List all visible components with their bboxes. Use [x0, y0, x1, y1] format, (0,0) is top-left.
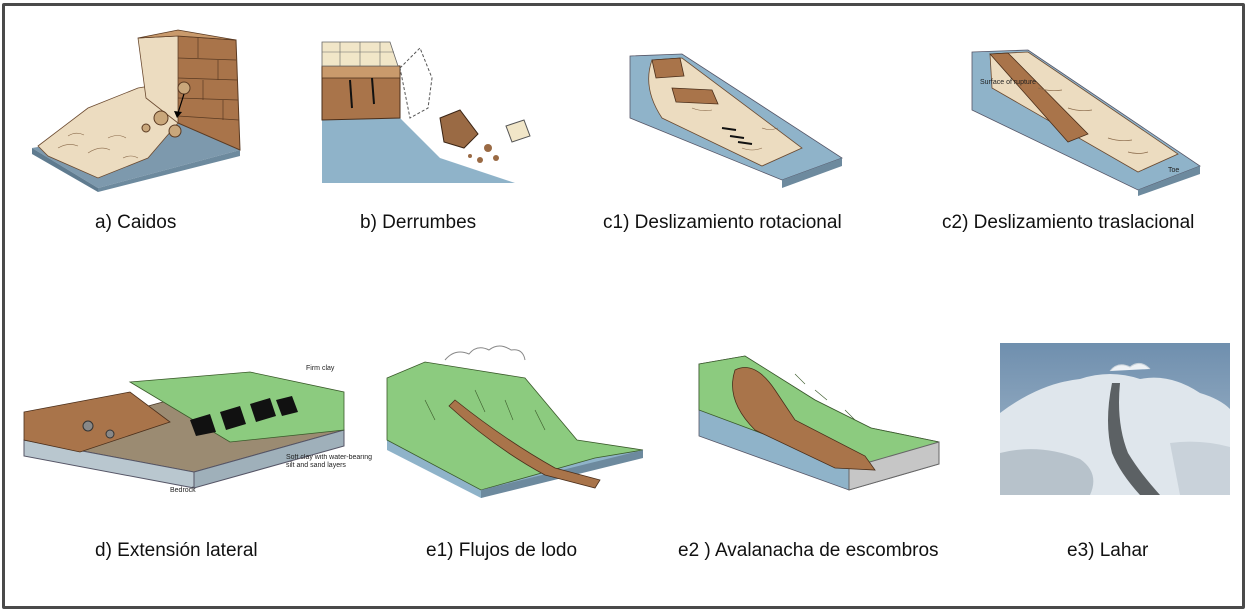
avalancha-illustration: [698, 355, 940, 491]
caption-avalancha: e2 ) Avalanacha de escombros: [678, 540, 939, 561]
surface-of-rupture-label: Surface of rupture: [980, 79, 1036, 86]
panel-lahar-photo: [1000, 343, 1230, 495]
panel-caidos: [28, 28, 258, 193]
lahar-photo: [1000, 343, 1230, 495]
panel-rotacional: [622, 48, 847, 198]
flujos-de-lodo-illustration: [386, 345, 644, 498]
caption-traslacional: c2) Deslizamiento traslacional: [942, 212, 1195, 233]
traslacional-illustration: Surface of rupture Toe: [971, 49, 1201, 196]
caption-caidos: a) Caidos: [95, 212, 177, 233]
caption-extension-lateral: d) Extensión lateral: [95, 540, 258, 561]
caption-flujos-de-lodo: e1) Flujos de lodo: [426, 540, 578, 561]
panel-avalancha: [695, 350, 945, 500]
panel-flujos-de-lodo: [385, 340, 647, 502]
caption-lahar: e3) Lahar: [1067, 540, 1149, 561]
panel-extension-lateral: Firm clay Bedrock Soft clay with water-b…: [20, 352, 380, 502]
panel-derrumbes: [320, 38, 535, 186]
rotacional-illustration: [629, 53, 843, 188]
derrumbes-illustration: [321, 41, 531, 183]
panel-traslacional: Surface of rupture Toe: [968, 48, 1208, 198]
caption-derrumbes: b) Derrumbes: [360, 212, 477, 233]
soft-clay-label: Soft clay with water-bearing silt and sa…: [286, 454, 372, 469]
extension-lateral-illustration: Firm clay Bedrock Soft clay with water-b…: [23, 365, 372, 494]
caidos-illustration: [32, 29, 241, 192]
bedrock-label: Bedrock: [170, 487, 196, 494]
firm-clay-label: Firm clay: [306, 365, 335, 372]
caption-rotacional: c1) Deslizamiento rotacional: [603, 212, 842, 233]
toe-label: Toe: [1168, 167, 1179, 174]
